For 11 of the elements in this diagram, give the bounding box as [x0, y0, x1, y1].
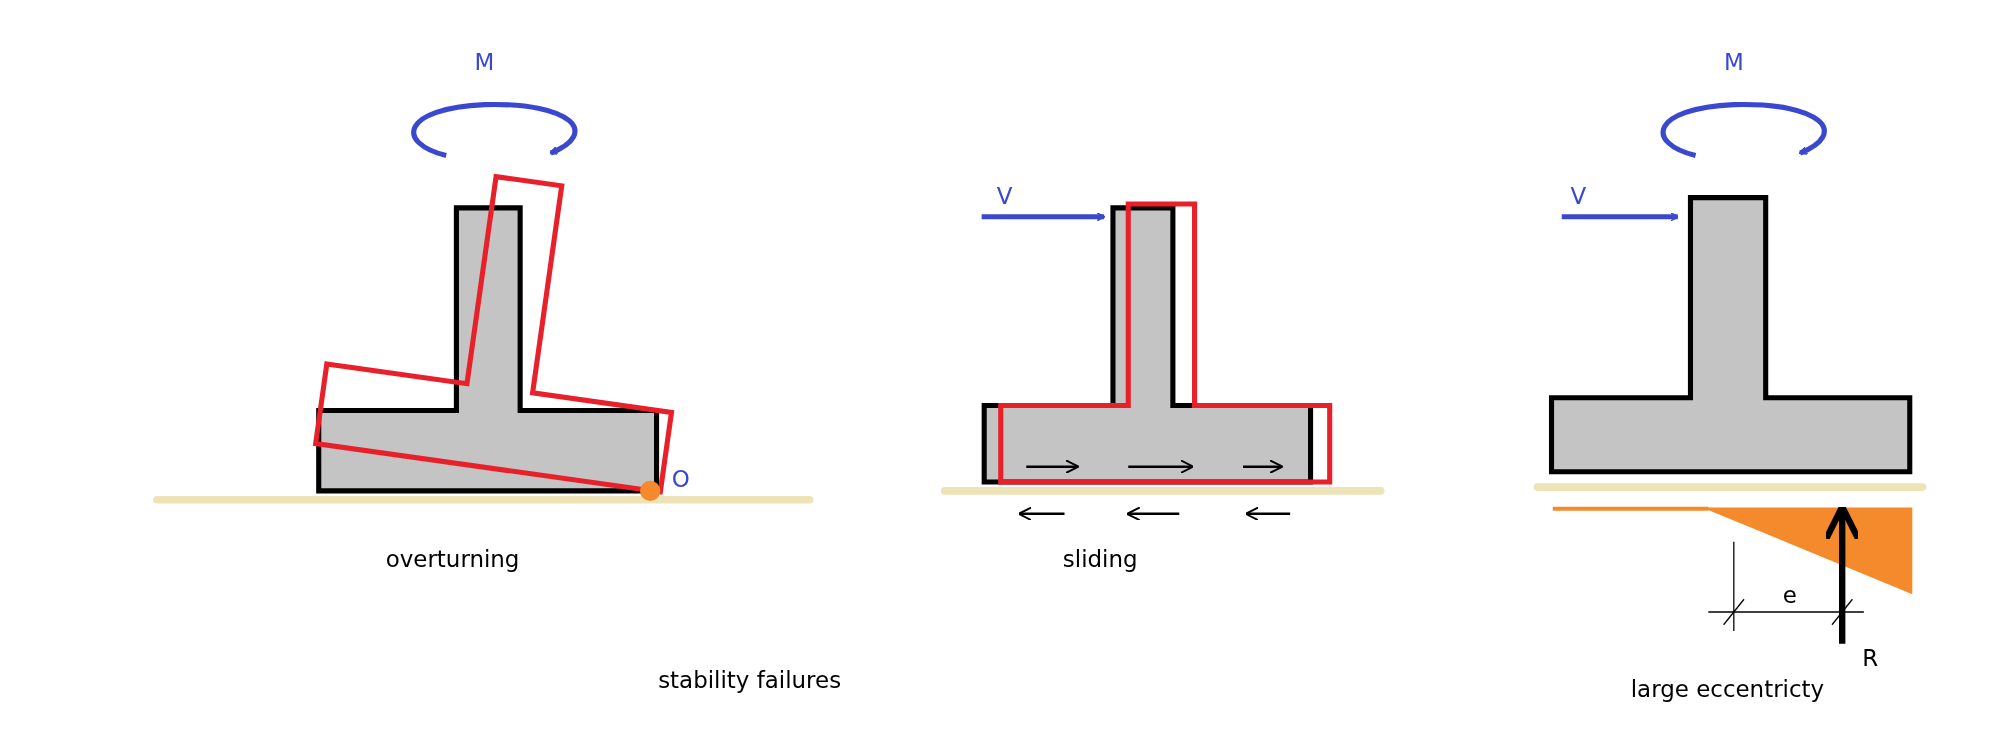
moment-label: M: [1723, 49, 1744, 76]
point-label: O: [671, 466, 690, 493]
caption-text: stability failures: [658, 667, 842, 694]
dimension-label: e: [1782, 582, 1797, 609]
force-label: R: [1862, 644, 1879, 671]
mode-label: large eccentricty: [1630, 676, 1825, 703]
force-label: V: [1570, 183, 1587, 210]
force-label: V: [996, 183, 1013, 210]
mode-label: sliding: [1062, 546, 1138, 573]
mode-label: overturning: [385, 546, 520, 573]
moment-label: M: [474, 49, 495, 76]
